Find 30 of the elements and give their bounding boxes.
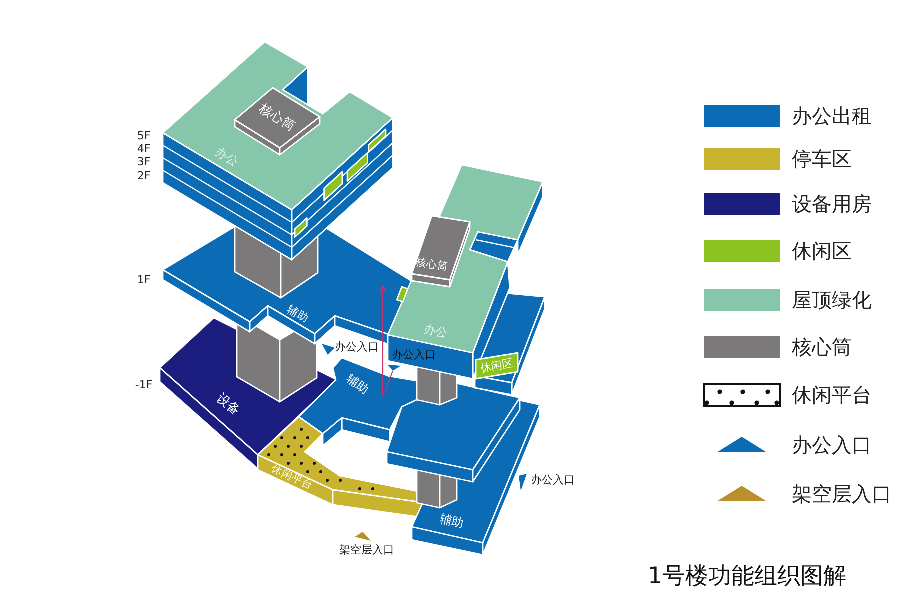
legend-label: 办公入口 bbox=[792, 435, 872, 455]
part-label: 设备 bbox=[214, 392, 242, 418]
entrance-label: 架空层入口 bbox=[340, 544, 394, 556]
legend-label: 核心筒 bbox=[792, 337, 852, 357]
diagram-title: 1号楼功能组织图解 bbox=[648, 566, 847, 588]
entrance-label: 办公入口 bbox=[531, 474, 575, 486]
legend-label: 停车区 bbox=[792, 149, 852, 169]
entrance-label: 办公入口 bbox=[392, 350, 436, 360]
part-label: 核心筒 bbox=[414, 256, 450, 274]
floor-label: 5F bbox=[137, 130, 151, 142]
floor-label: 1F bbox=[137, 274, 151, 286]
legend-label: 休闲区 bbox=[792, 241, 852, 261]
part-label: 辅助 bbox=[344, 372, 372, 396]
legend-label: 架空层入口 bbox=[792, 484, 892, 504]
part-label: 休闲平台 bbox=[270, 464, 314, 492]
legend-label: 屋顶绿化 bbox=[792, 290, 872, 310]
floor-label: 4F bbox=[137, 144, 151, 154]
part-label: 办公 bbox=[214, 146, 240, 168]
legend-label: 设备用房 bbox=[792, 194, 872, 214]
part-label: 休闲区 bbox=[480, 358, 514, 374]
part-label: 辅助 bbox=[286, 304, 310, 324]
legend-label: 休闲平台 bbox=[792, 385, 872, 405]
floor-label: 3F bbox=[137, 156, 151, 168]
legend-label: 办公出租 bbox=[792, 106, 872, 126]
part-label: 核心筒 bbox=[256, 102, 298, 134]
part-label: 辅助 bbox=[439, 512, 465, 530]
part-label: 办公 bbox=[423, 322, 449, 340]
floor-label: 2F bbox=[137, 170, 151, 182]
floor-label: -1F bbox=[135, 380, 153, 390]
entrance-label: 办公入口 bbox=[335, 342, 379, 352]
